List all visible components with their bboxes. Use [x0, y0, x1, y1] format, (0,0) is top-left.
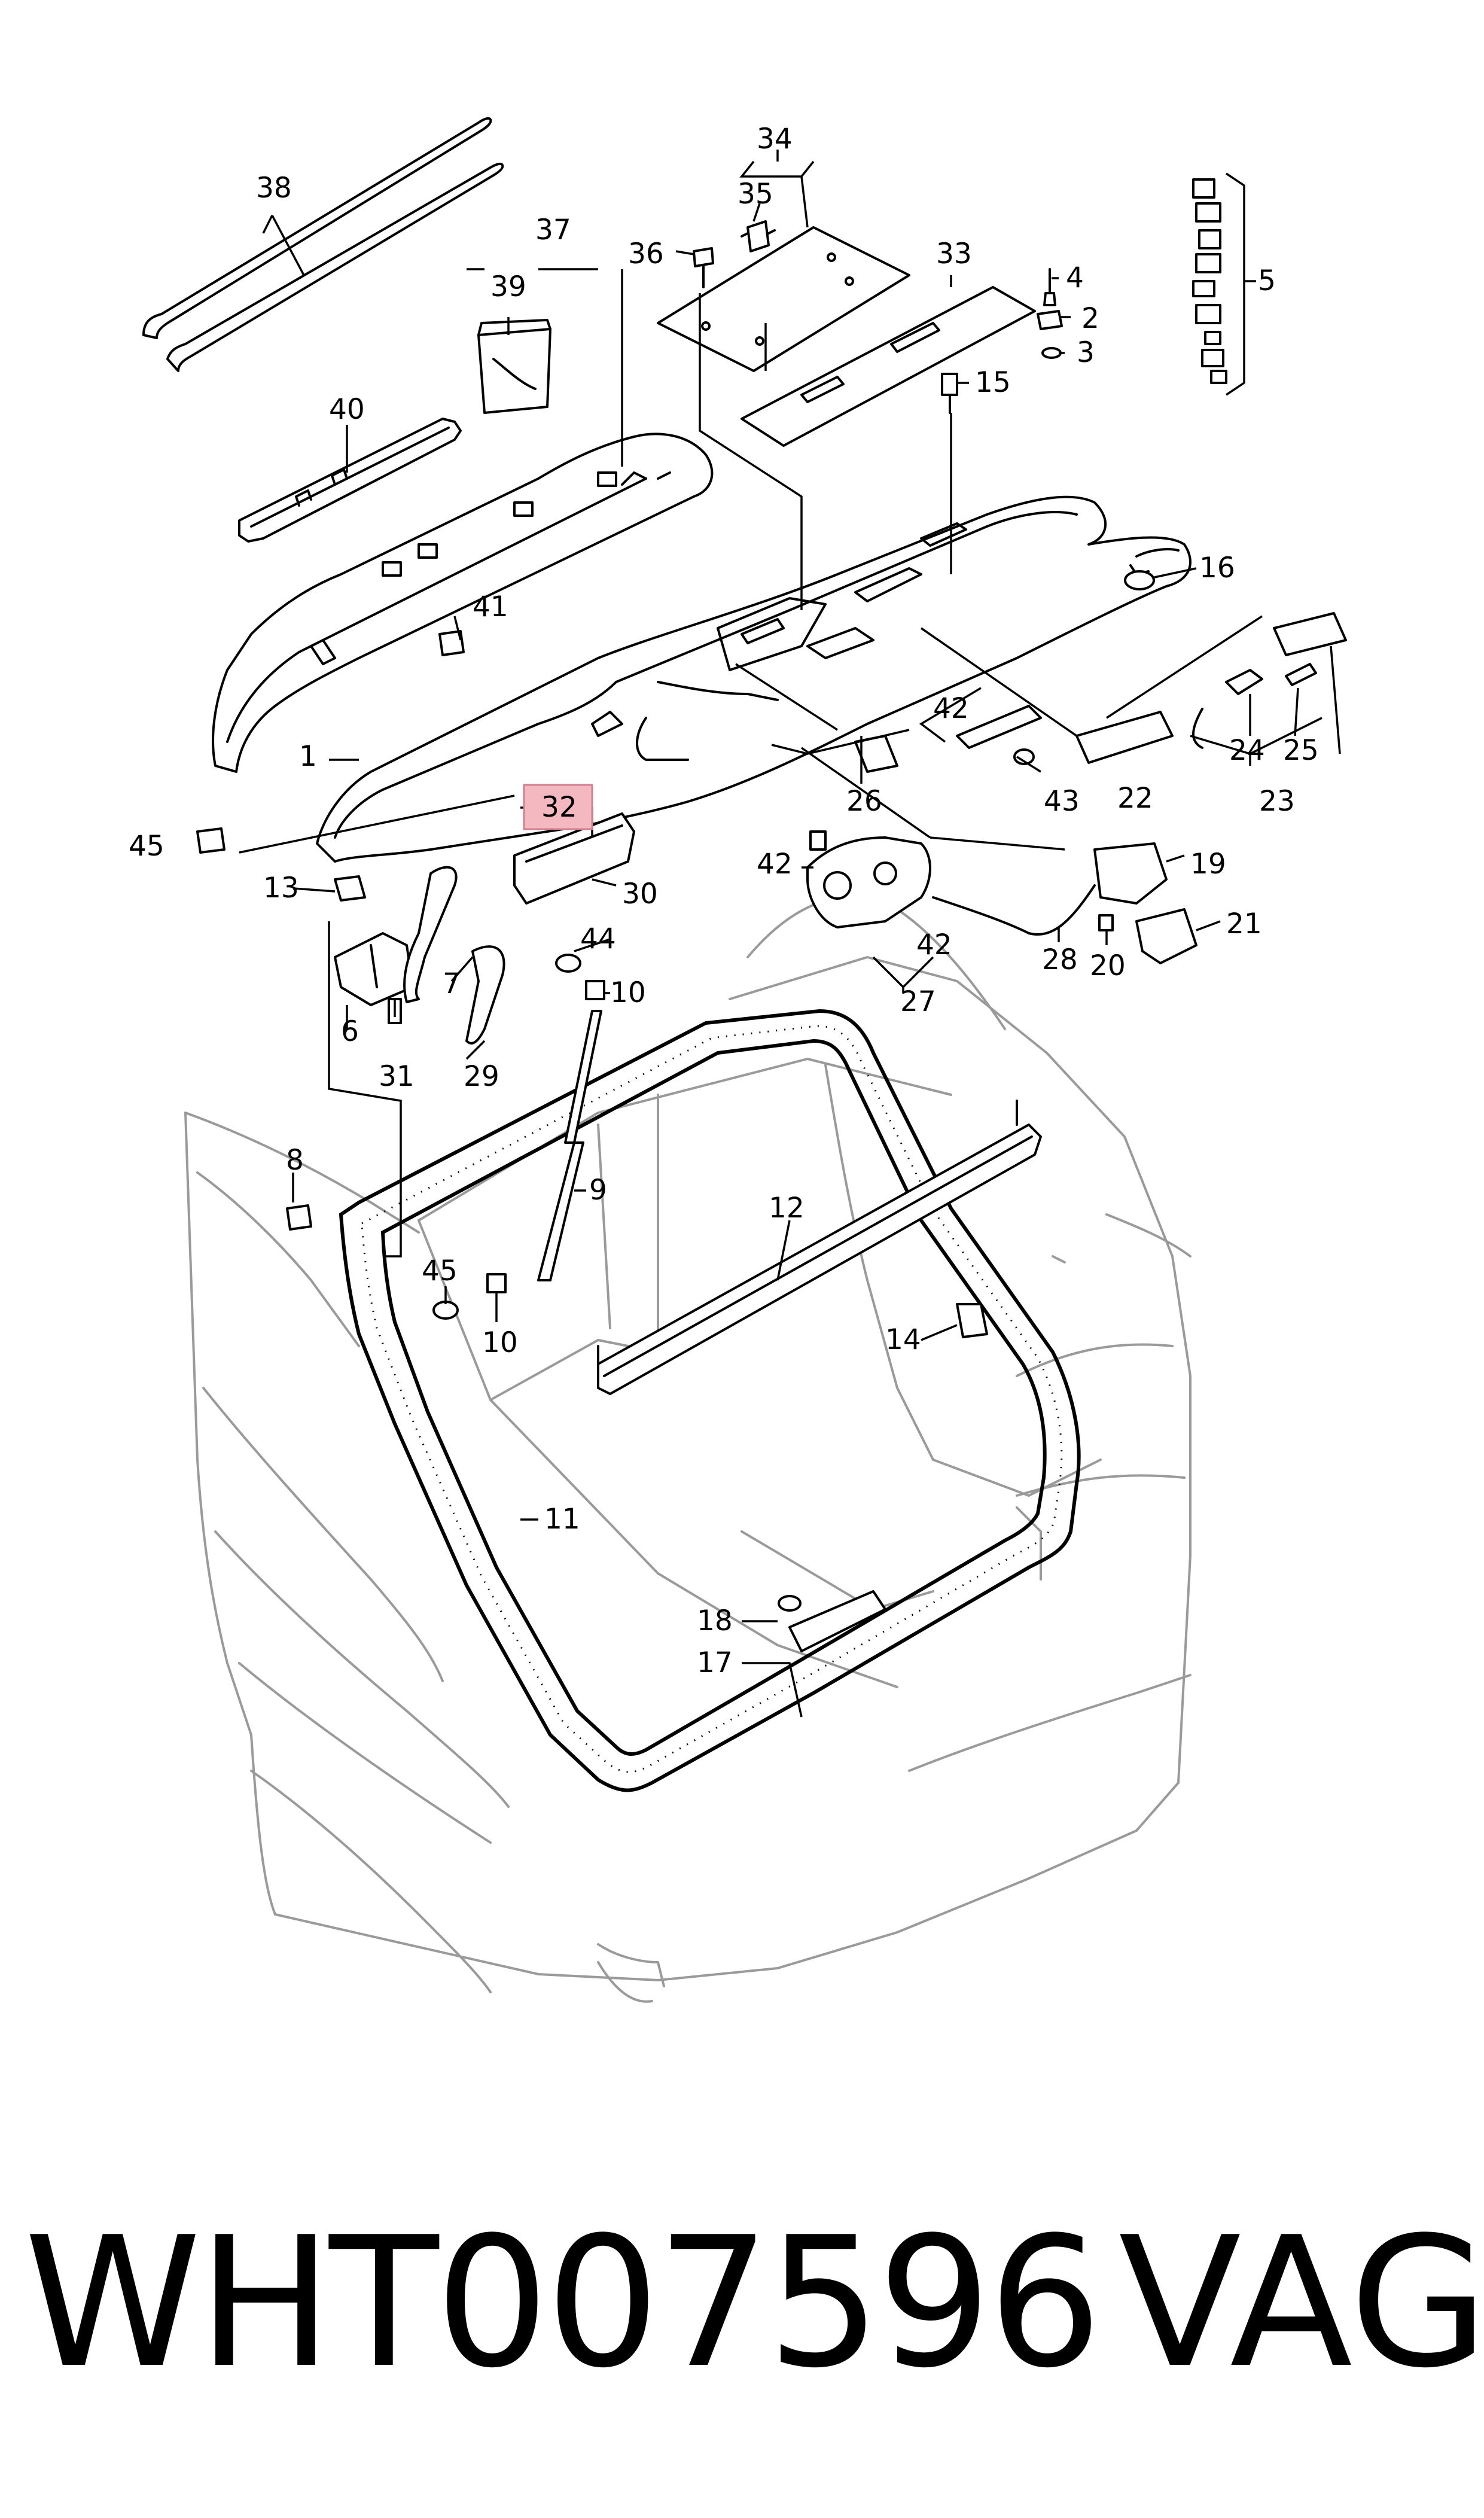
car-body-outline [184, 896, 1192, 2003]
footer: WHT007596 VAG [0, 2202, 1484, 2405]
callout-label: 4 [1066, 261, 1084, 294]
callout-label: 41 [473, 590, 508, 623]
callout-label: 42 [933, 692, 969, 725]
callout-label: 11 [544, 1503, 580, 1536]
callout-label: 3 [1077, 336, 1095, 369]
callout-label: 45 [129, 830, 164, 863]
part-1-tailgate-outer [316, 495, 1192, 863]
callout-label: 42 [916, 928, 952, 961]
callout-label: 45 [422, 1255, 458, 1287]
callout-label: 1 [299, 740, 317, 773]
callout-label: 25 [1283, 734, 1319, 767]
callout-label: 23 [1259, 785, 1295, 818]
callout-label: 6 [341, 1015, 359, 1048]
callout-label: 5 [1258, 264, 1276, 297]
leader-lines [239, 150, 1341, 1718]
callout-label: 27 [900, 985, 936, 1018]
callout-label: 19 [1190, 848, 1226, 881]
callout-label: 34 [757, 123, 793, 156]
callout-label: 35 [738, 178, 773, 211]
spoiler-strips [142, 117, 504, 372]
callout-label: 14 [885, 1323, 921, 1356]
callout-label: 16 [1199, 552, 1235, 584]
callout-label: 29 [464, 1060, 499, 1093]
callout-label: 26 [846, 785, 882, 818]
callout-label: 40 [329, 393, 365, 426]
part-39-bag [477, 319, 551, 414]
callout-label: 42 [757, 848, 793, 881]
callout-label: 17 [697, 1646, 733, 1679]
part-34-plate [657, 226, 910, 372]
callout-label: 13 [263, 872, 299, 905]
part-40-light-bar [238, 418, 462, 543]
callout-label: 36 [628, 238, 664, 270]
callout-label: 38 [256, 172, 292, 205]
callout-label: 37 [535, 214, 571, 246]
callout-label: 15 [975, 366, 1011, 399]
callout-label: 39 [490, 270, 526, 303]
callout-label: 8 [286, 1144, 304, 1177]
callout-label: 2 [1081, 302, 1099, 335]
part-33-strip [741, 286, 1036, 447]
callout-label: 43 [1044, 785, 1080, 818]
brand-name: VAG [1119, 2199, 1484, 2407]
part-37-tailgate-panel [212, 433, 714, 773]
callout-label: 21 [1226, 908, 1262, 940]
callout-label: 30 [622, 878, 658, 911]
part-number: WHT007596 [24, 2199, 1102, 2407]
callout-label: 18 [697, 1604, 733, 1637]
callout-label: 9 [589, 1174, 607, 1207]
callout-label: 22 [1117, 782, 1153, 815]
callout-label: 20 [1090, 949, 1126, 982]
callout-label: 44 [580, 922, 616, 955]
callout-label-highlighted: 32 [541, 791, 577, 824]
callout-label: 31 [379, 1060, 415, 1093]
small-fasteners [196, 178, 1347, 1652]
callout-label: 33 [936, 238, 972, 270]
callout-label: 10 [482, 1326, 518, 1359]
highlight-box-32 [523, 784, 593, 830]
callout-labels: 1 2 3 4 5 6 7 8 9 10 10 11 12 13 14 15 1… [129, 123, 1319, 1679]
callout-label: 24 [1229, 734, 1265, 767]
hinge-and-lock-parts [334, 812, 1197, 1395]
callout-label: 10 [610, 976, 646, 1009]
callout-label: 7 [443, 967, 461, 1000]
tailgate-seal [339, 1009, 1081, 1792]
callout-label: 28 [1042, 943, 1078, 976]
callout-label: 12 [769, 1192, 805, 1225]
